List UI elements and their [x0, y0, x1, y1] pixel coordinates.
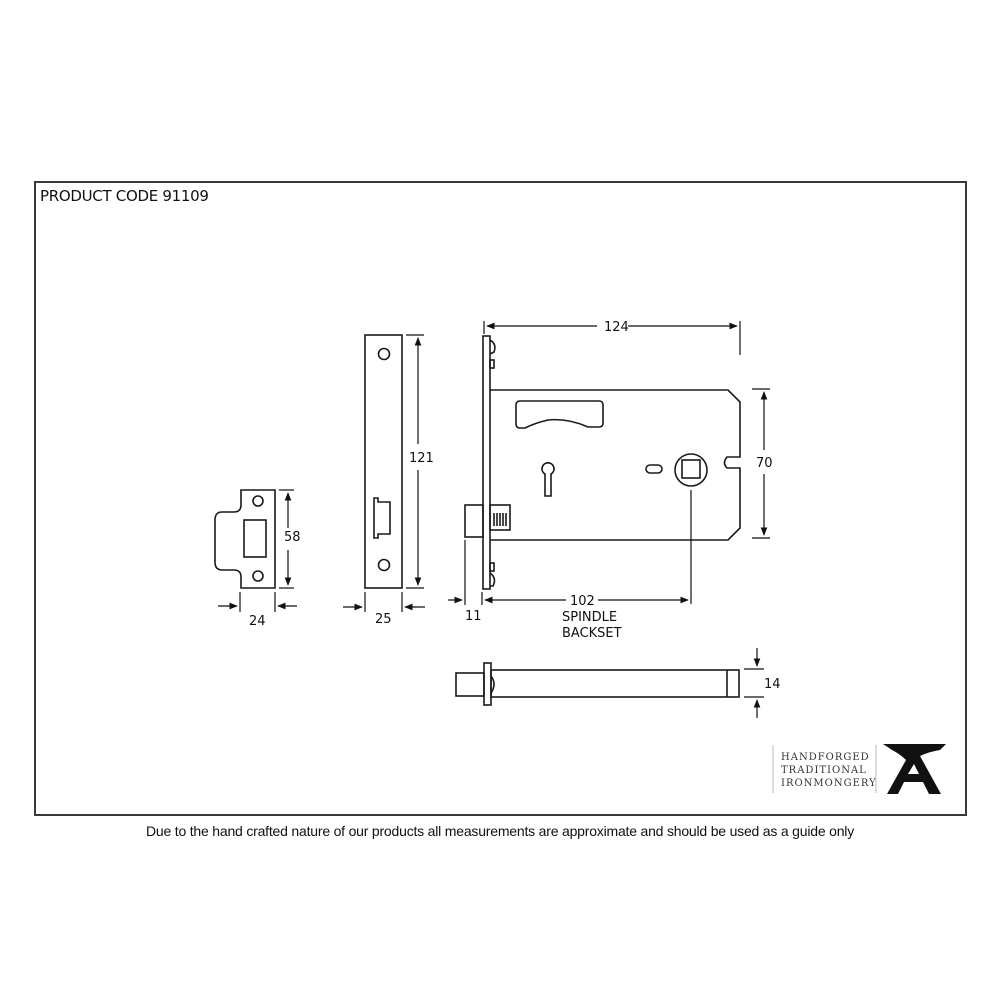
bolt-height-label: 14	[764, 677, 781, 692]
latch-projection-label: 11	[465, 609, 482, 624]
forend-plate	[364, 334, 403, 589]
lock-case-height-label: 70	[756, 456, 773, 471]
anvil-icon	[883, 744, 946, 794]
strike-plate-width-label: 24	[249, 614, 266, 629]
product-code: PRODUCT CODE 91109	[40, 187, 209, 205]
strike-plate-dimensions	[218, 489, 297, 612]
forend-width-label: 25	[375, 612, 392, 627]
bolt-side-view	[455, 662, 740, 706]
lock-body	[464, 335, 741, 590]
brand-line-1: HANDFORGED	[781, 752, 870, 763]
brand-line-2: TRADITIONAL	[781, 765, 867, 776]
spindle-backset-value: 102	[570, 594, 595, 609]
strike-plate	[214, 489, 276, 589]
brand-logo: HANDFORGED TRADITIONAL IRONMONGERY	[772, 744, 946, 794]
backset-label: BACKSET	[562, 626, 622, 641]
bolt-dimensions	[744, 648, 764, 718]
lock-case-width-label: 124	[604, 320, 629, 335]
forend-height-label: 121	[409, 451, 434, 466]
brand-line-3: IRONMONGERY	[781, 778, 877, 789]
measurement-disclaimer: Due to the hand crafted nature of our pr…	[146, 823, 854, 839]
spindle-label: SPINDLE	[562, 610, 617, 625]
forend-dimensions	[343, 334, 425, 612]
strike-plate-height-label: 58	[284, 530, 301, 545]
lock-body-dimensions	[448, 321, 770, 605]
drawing-frame	[34, 181, 967, 816]
